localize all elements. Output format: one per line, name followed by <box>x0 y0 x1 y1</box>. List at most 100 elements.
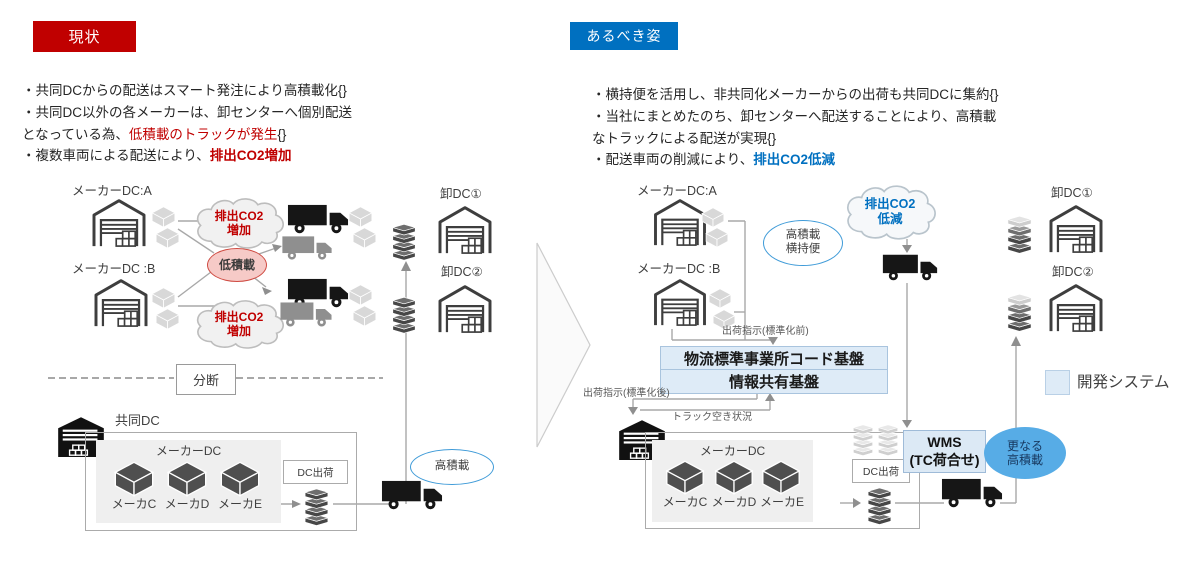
warehouse-icon <box>1045 282 1107 332</box>
current-state-bullets: ・共同DCからの配送はスマート発注により高積載化{} ・共同DC以外の各メーカー… <box>22 82 352 164</box>
ship-instruction-before-label: 出荷指示(標準化前) <box>722 326 809 337</box>
truck-icon <box>941 476 1003 509</box>
pallet-stack-icon <box>302 488 331 526</box>
yokomochi-label: 高積載 横持便 <box>785 229 821 255</box>
box-icon <box>352 227 377 249</box>
truck-icon <box>882 252 938 282</box>
warehouse-icon <box>88 197 150 247</box>
co2-increase-cloud-a: 排出CO2 増加 <box>190 196 288 250</box>
wholesale-dc2-label: 卸DC② <box>1052 265 1094 279</box>
box-icon <box>151 206 176 228</box>
pallet-stack-icon <box>865 487 894 525</box>
truck-vacancy-label: トラック空き状況 <box>672 412 752 423</box>
dc-ship-box: DC出荷 <box>283 460 348 484</box>
more-high-load-ellipse: 更なる 高積載 <box>984 427 1066 479</box>
box-icon <box>155 227 180 249</box>
high-load-label: 高積載 <box>434 460 470 473</box>
info-sharing-platform-banner: 情報共有基盤 <box>660 369 888 394</box>
divider-box: 分断 <box>176 364 236 395</box>
maker-dc-b-label: メーカーDC :B <box>72 262 156 276</box>
pallet-stack-icon <box>1005 292 1034 333</box>
wholesale-dc2-label: 卸DC② <box>441 265 483 279</box>
ideal-state-title: あるべき姿 <box>586 28 662 44</box>
co2-reduction-label: 排出CO2 低減 <box>864 197 916 226</box>
warehouse-icon <box>1045 203 1107 253</box>
co2-increase-label: 排出CO2 増加 <box>214 208 264 237</box>
warehouse-icon <box>434 204 496 254</box>
wms-sublabel: (TC荷合せ) <box>909 451 980 468</box>
ideal-state-bullets: ・横持便を活用し、非共同化メーカーからの出荷も共同DCに集約{} ・当社にまとめ… <box>592 86 999 168</box>
co2-increase-label: 排出CO2 増加 <box>214 309 264 338</box>
bullet-highlight-blue-bold: 排出CO2低減 <box>753 152 835 168</box>
maker-dc-a-label: メーカーDC:A <box>637 184 717 198</box>
legend-label: 開発システム <box>1077 374 1170 391</box>
maker-d-label: メーカD <box>164 497 210 511</box>
ship-instruction-after-label: 出荷指示(標準化後) <box>583 388 670 399</box>
bullet-text: ・横持便を活用し、非共同化メーカーからの出荷も共同DCに集約 <box>592 86 990 102</box>
logistics-code-platform-banner: 物流標準事業所コード基盤 <box>660 346 888 370</box>
warehouse-icon <box>90 277 152 327</box>
dc-ship-label: DC出荷 <box>862 465 900 478</box>
box-icon <box>708 288 732 309</box>
box-icon <box>760 460 802 495</box>
wholesale-dc1-label: 卸DC① <box>440 187 482 201</box>
maker-c-label: メーカC <box>111 497 157 511</box>
high-load-ellipse: 高積載 <box>410 449 494 485</box>
divider-label: 分断 <box>192 373 219 388</box>
co2-reduction-cloud: 排出CO2 低減 <box>840 183 940 241</box>
bullet-highlight-red-bold: 排出CO2増加 <box>209 148 292 164</box>
box-icon <box>705 227 729 248</box>
warehouse-icon <box>434 283 496 333</box>
box-icon <box>348 284 373 306</box>
maker-dc-group-label: メーカーDC <box>155 444 222 458</box>
box-icon <box>218 461 262 497</box>
low-load-label: 低積載 <box>218 257 255 272</box>
co2-increase-cloud-b: 排出CO2 増加 <box>190 298 288 350</box>
logistics-code-platform-label: 物流標準事業所コード基盤 <box>683 350 864 368</box>
transition-arrow <box>536 242 591 448</box>
maker-e-label: メーカE <box>759 495 804 509</box>
dc-ship-label: DC出荷 <box>297 466 334 479</box>
low-load-ellipse: 低積載 <box>207 248 267 282</box>
joint-dc-outer-box <box>645 432 920 529</box>
box-icon <box>348 206 373 228</box>
current-state-header: 現状 <box>33 21 136 52</box>
truck-icon <box>281 234 333 261</box>
warehouse-icon <box>650 277 710 326</box>
maker-d-label: メーカD <box>711 495 757 509</box>
info-sharing-platform-label: 情報共有基盤 <box>728 374 819 391</box>
bullet-text: ・当社にまとめたのち、卸センターへ配送することにより、高積載 なトラックによる配… <box>592 108 997 146</box>
maker-dc-a-label: メーカーDC:A <box>72 184 152 198</box>
pallet-stack-icon <box>390 223 418 261</box>
joint-dc-label: 共同DC <box>115 413 160 428</box>
dc-ship-box: DC出荷 <box>852 459 910 483</box>
box-icon <box>112 461 156 497</box>
maker-dc-b-label: メーカーDC :B <box>637 262 721 276</box>
legend-swatch <box>1045 370 1070 395</box>
wholesale-dc1-label: 卸DC① <box>1051 186 1093 200</box>
box-icon <box>155 308 180 330</box>
maker-c-label: メーカC <box>662 495 708 509</box>
box-icon <box>151 287 176 309</box>
bullet-text: ・共同DC以外の各メーカーは、卸センターへ個別配送 となっている為、 <box>22 104 352 142</box>
truck-icon <box>279 300 333 328</box>
pallet-stack-icon <box>1005 214 1034 255</box>
pallet-stack-icon <box>851 421 875 459</box>
pallet-stack-icon <box>876 421 900 459</box>
more-high-load-label: 更なる 高積載 <box>1006 438 1043 467</box>
box-icon <box>165 461 209 497</box>
bullet-text: ・共同DCからの配送はスマート発注により高積載化 <box>22 82 338 98</box>
yokomochi-ellipse: 高積載 横持便 <box>763 220 843 266</box>
bullet-highlight-red: 低積載のトラックが発生 <box>128 126 278 142</box>
current-state-title: 現状 <box>68 29 101 46</box>
joint-dc-outer-box <box>85 432 357 531</box>
bullet-text: ・配送車両の削減により、 <box>592 152 754 168</box>
bullet-text: ・複数車両による配送により、 <box>22 148 210 164</box>
box-icon <box>713 460 755 495</box>
ideal-state-header: あるべき姿 <box>570 22 678 50</box>
box-icon <box>664 460 706 495</box>
pallet-stack-icon <box>390 296 418 334</box>
maker-dc-group-label: メーカーDC <box>699 444 766 458</box>
